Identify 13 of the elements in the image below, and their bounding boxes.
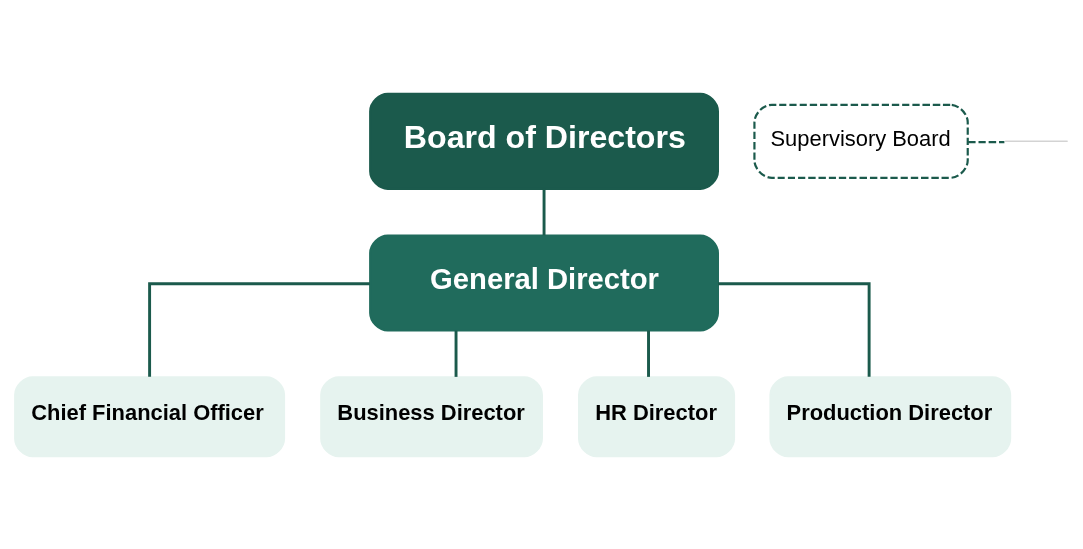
node-box: Business Director	[320, 375, 543, 457]
node-box: Board of Directors	[369, 92, 719, 190]
connector	[542, 188, 546, 235]
connector	[148, 281, 370, 377]
node-box: HR Director	[578, 375, 736, 457]
connector	[968, 140, 1005, 143]
connector	[647, 330, 650, 377]
connector	[454, 330, 458, 377]
connector	[718, 281, 871, 377]
node-box: Supervisory Board	[753, 103, 969, 179]
node-box: Production Director	[769, 375, 1012, 457]
node-box: Chief Financial Officer	[14, 375, 286, 457]
node-box: General Director	[369, 233, 719, 332]
